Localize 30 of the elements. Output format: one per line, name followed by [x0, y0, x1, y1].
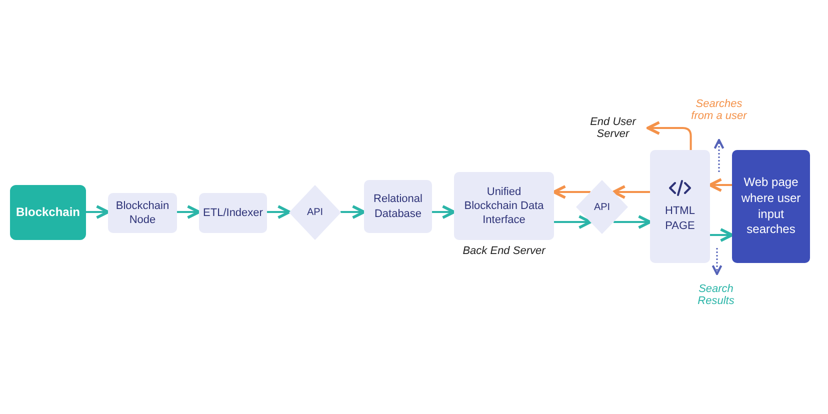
- node-text: API: [306, 206, 324, 219]
- api-diamond: [289, 185, 341, 240]
- process-box: Blockchain Node: [108, 193, 177, 233]
- node-text: Blockchain: [16, 204, 80, 220]
- server-caption: Back End Server: [462, 246, 547, 258]
- arrow: [432, 205, 456, 219]
- node-text: Web page where user input searches: [740, 175, 802, 238]
- html-page-box: [650, 150, 710, 263]
- api-diamond: [576, 180, 628, 234]
- process-box: ETL/Indexer: [199, 193, 267, 233]
- server-label: End User Server: [582, 116, 644, 142]
- arrow: [177, 205, 200, 219]
- arrow: [612, 185, 650, 199]
- annotation-text: Search Results: [696, 284, 736, 308]
- arrow: [614, 215, 652, 229]
- arrow: [340, 205, 366, 219]
- arrow: [554, 215, 592, 229]
- arrow: [710, 228, 734, 242]
- node-text: API: [594, 200, 610, 214]
- process-box: Unified Blockchain Data Interface: [454, 172, 554, 240]
- node-text: HTML PAGE: [664, 204, 696, 233]
- arrow: [646, 121, 692, 150]
- process-box: Relational Database: [364, 180, 432, 233]
- source-box: [10, 185, 86, 240]
- arrow: [708, 178, 732, 192]
- arrow: [267, 205, 291, 219]
- annotation-text: Searches from a user: [690, 99, 748, 122]
- arrow: [86, 205, 110, 219]
- web-page-box: [732, 150, 810, 263]
- arrow: [552, 185, 590, 199]
